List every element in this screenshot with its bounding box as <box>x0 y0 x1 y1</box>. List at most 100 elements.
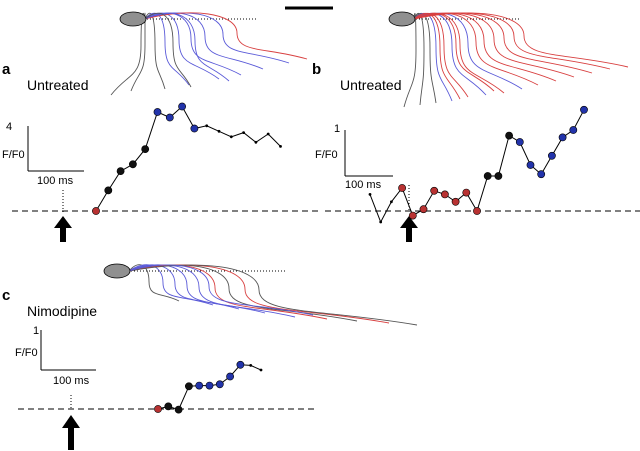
morphology-a <box>110 11 308 96</box>
axon-tracing <box>110 13 146 96</box>
axon-tracing <box>128 264 314 316</box>
axon-tracing <box>144 12 166 90</box>
trace-point-red <box>430 186 439 195</box>
stimulus-arrow-b <box>400 216 418 242</box>
trace-point-blue <box>548 151 556 160</box>
cell-body <box>119 11 147 27</box>
morphology-b <box>388 11 629 108</box>
morphology-c <box>103 263 418 326</box>
trace-point-red <box>408 211 417 220</box>
trace-point-black <box>164 402 173 411</box>
y-scale-unit-c: F/F0 <box>15 347 38 359</box>
y-scale-value-b: 1 <box>334 123 340 135</box>
trace-sample <box>242 131 246 135</box>
stimulus-arrow-c <box>62 415 80 450</box>
trace-point-blue <box>165 113 174 122</box>
trace-point-blue <box>569 126 578 134</box>
scale-bar-b: 1 F/F0 100 ms <box>315 123 393 191</box>
condition-label-b: Untreated <box>340 77 401 93</box>
y-scale-unit-a: F/F0 <box>2 149 25 161</box>
y-scale-value-c: 1 <box>33 325 39 337</box>
cell-body <box>103 263 131 279</box>
trace-point-red <box>451 197 460 206</box>
condition-label-a: Untreated <box>27 77 88 93</box>
panel-letter-c: c <box>2 287 10 304</box>
trace-point-black <box>505 131 513 140</box>
scale-bar-a: 4 F/F0 100 ms <box>2 121 84 187</box>
trace-point-black <box>141 145 150 153</box>
trace-sample <box>229 135 233 139</box>
condition-label-c: Nimodipine <box>27 303 97 319</box>
y-scale-value-a: 4 <box>6 121 12 133</box>
trace-point-blue <box>215 380 224 389</box>
trace-sample <box>205 124 209 128</box>
trace-point-blue <box>226 372 234 381</box>
trace-point-black <box>174 405 183 414</box>
panel-letter-b: b <box>312 61 321 78</box>
trace-sample <box>266 132 270 136</box>
trace-sample <box>390 200 393 204</box>
panel-b: b Untreated 1 F/F0 100 ms <box>312 11 640 242</box>
panel-letter-a: a <box>2 61 11 78</box>
trace-point-black <box>184 382 193 391</box>
time-scale-b: 100 ms <box>345 179 382 191</box>
axon-tracing <box>128 264 296 318</box>
axon-tracing <box>413 12 611 70</box>
axon-tracing <box>128 264 240 310</box>
fluorescence-trace-a <box>92 102 282 215</box>
axon-tracing <box>144 12 230 82</box>
axon-tracing <box>144 12 290 64</box>
trace-point-blue <box>153 108 162 116</box>
panel-a: a Untreated 4 F/F0 100 ms <box>2 11 318 242</box>
trace-point-blue <box>178 102 186 111</box>
trace-point-blue <box>580 105 588 114</box>
trace-point-black <box>494 172 503 180</box>
trace-point-black <box>116 167 125 175</box>
trace-sample <box>217 129 221 133</box>
axon-tracing <box>413 12 495 92</box>
trace-point-blue <box>558 133 567 142</box>
stimulus-arrow-a <box>54 216 72 242</box>
axon-tracing <box>130 13 146 92</box>
axon-tracing <box>413 12 539 86</box>
axon-tracing <box>144 12 242 76</box>
axon-tracing <box>144 12 192 88</box>
scale-bar-c: 1 F/F0 100 ms <box>15 325 96 387</box>
axon-tracing <box>403 13 417 108</box>
trace-sample <box>249 364 253 367</box>
fluorescence-trace-b <box>368 105 588 224</box>
trace-point-red <box>154 405 162 413</box>
trace-sample <box>279 145 282 148</box>
trace-sample <box>368 193 372 196</box>
time-scale-c: 100 ms <box>53 375 90 387</box>
trace-point-red <box>92 207 100 215</box>
y-scale-unit-b: F/F0 <box>315 149 338 161</box>
trace-point-blue <box>195 381 204 390</box>
axon-tracing <box>128 264 418 326</box>
panel-c: c Nimodipine 1 F/F0 100 ms <box>2 263 418 450</box>
trace-point-blue <box>190 124 199 133</box>
trace-point-blue <box>515 138 524 146</box>
trace-line <box>95 105 281 212</box>
time-scale-a: 100 ms <box>37 175 74 187</box>
trace-point-red <box>440 190 449 199</box>
trace-point-red <box>462 188 471 197</box>
trace-sample <box>379 220 383 224</box>
trace-point-blue <box>205 381 214 390</box>
axon-tracing <box>413 13 437 104</box>
fluorescence-trace-c <box>154 360 263 414</box>
axon-tracing <box>413 12 505 94</box>
axon-tracing <box>144 12 308 60</box>
trace-point-blue <box>537 170 546 179</box>
axon-tracing <box>128 264 180 302</box>
trace-point-black <box>483 172 492 180</box>
trace-sample <box>259 368 263 372</box>
axon-tracing <box>413 13 425 106</box>
trace-point-red <box>398 184 406 192</box>
trace-sample <box>254 140 258 144</box>
trace-point-red <box>473 207 481 215</box>
trace-point-black <box>128 160 137 169</box>
cell-body <box>388 11 416 27</box>
axon-tracing <box>413 12 461 100</box>
